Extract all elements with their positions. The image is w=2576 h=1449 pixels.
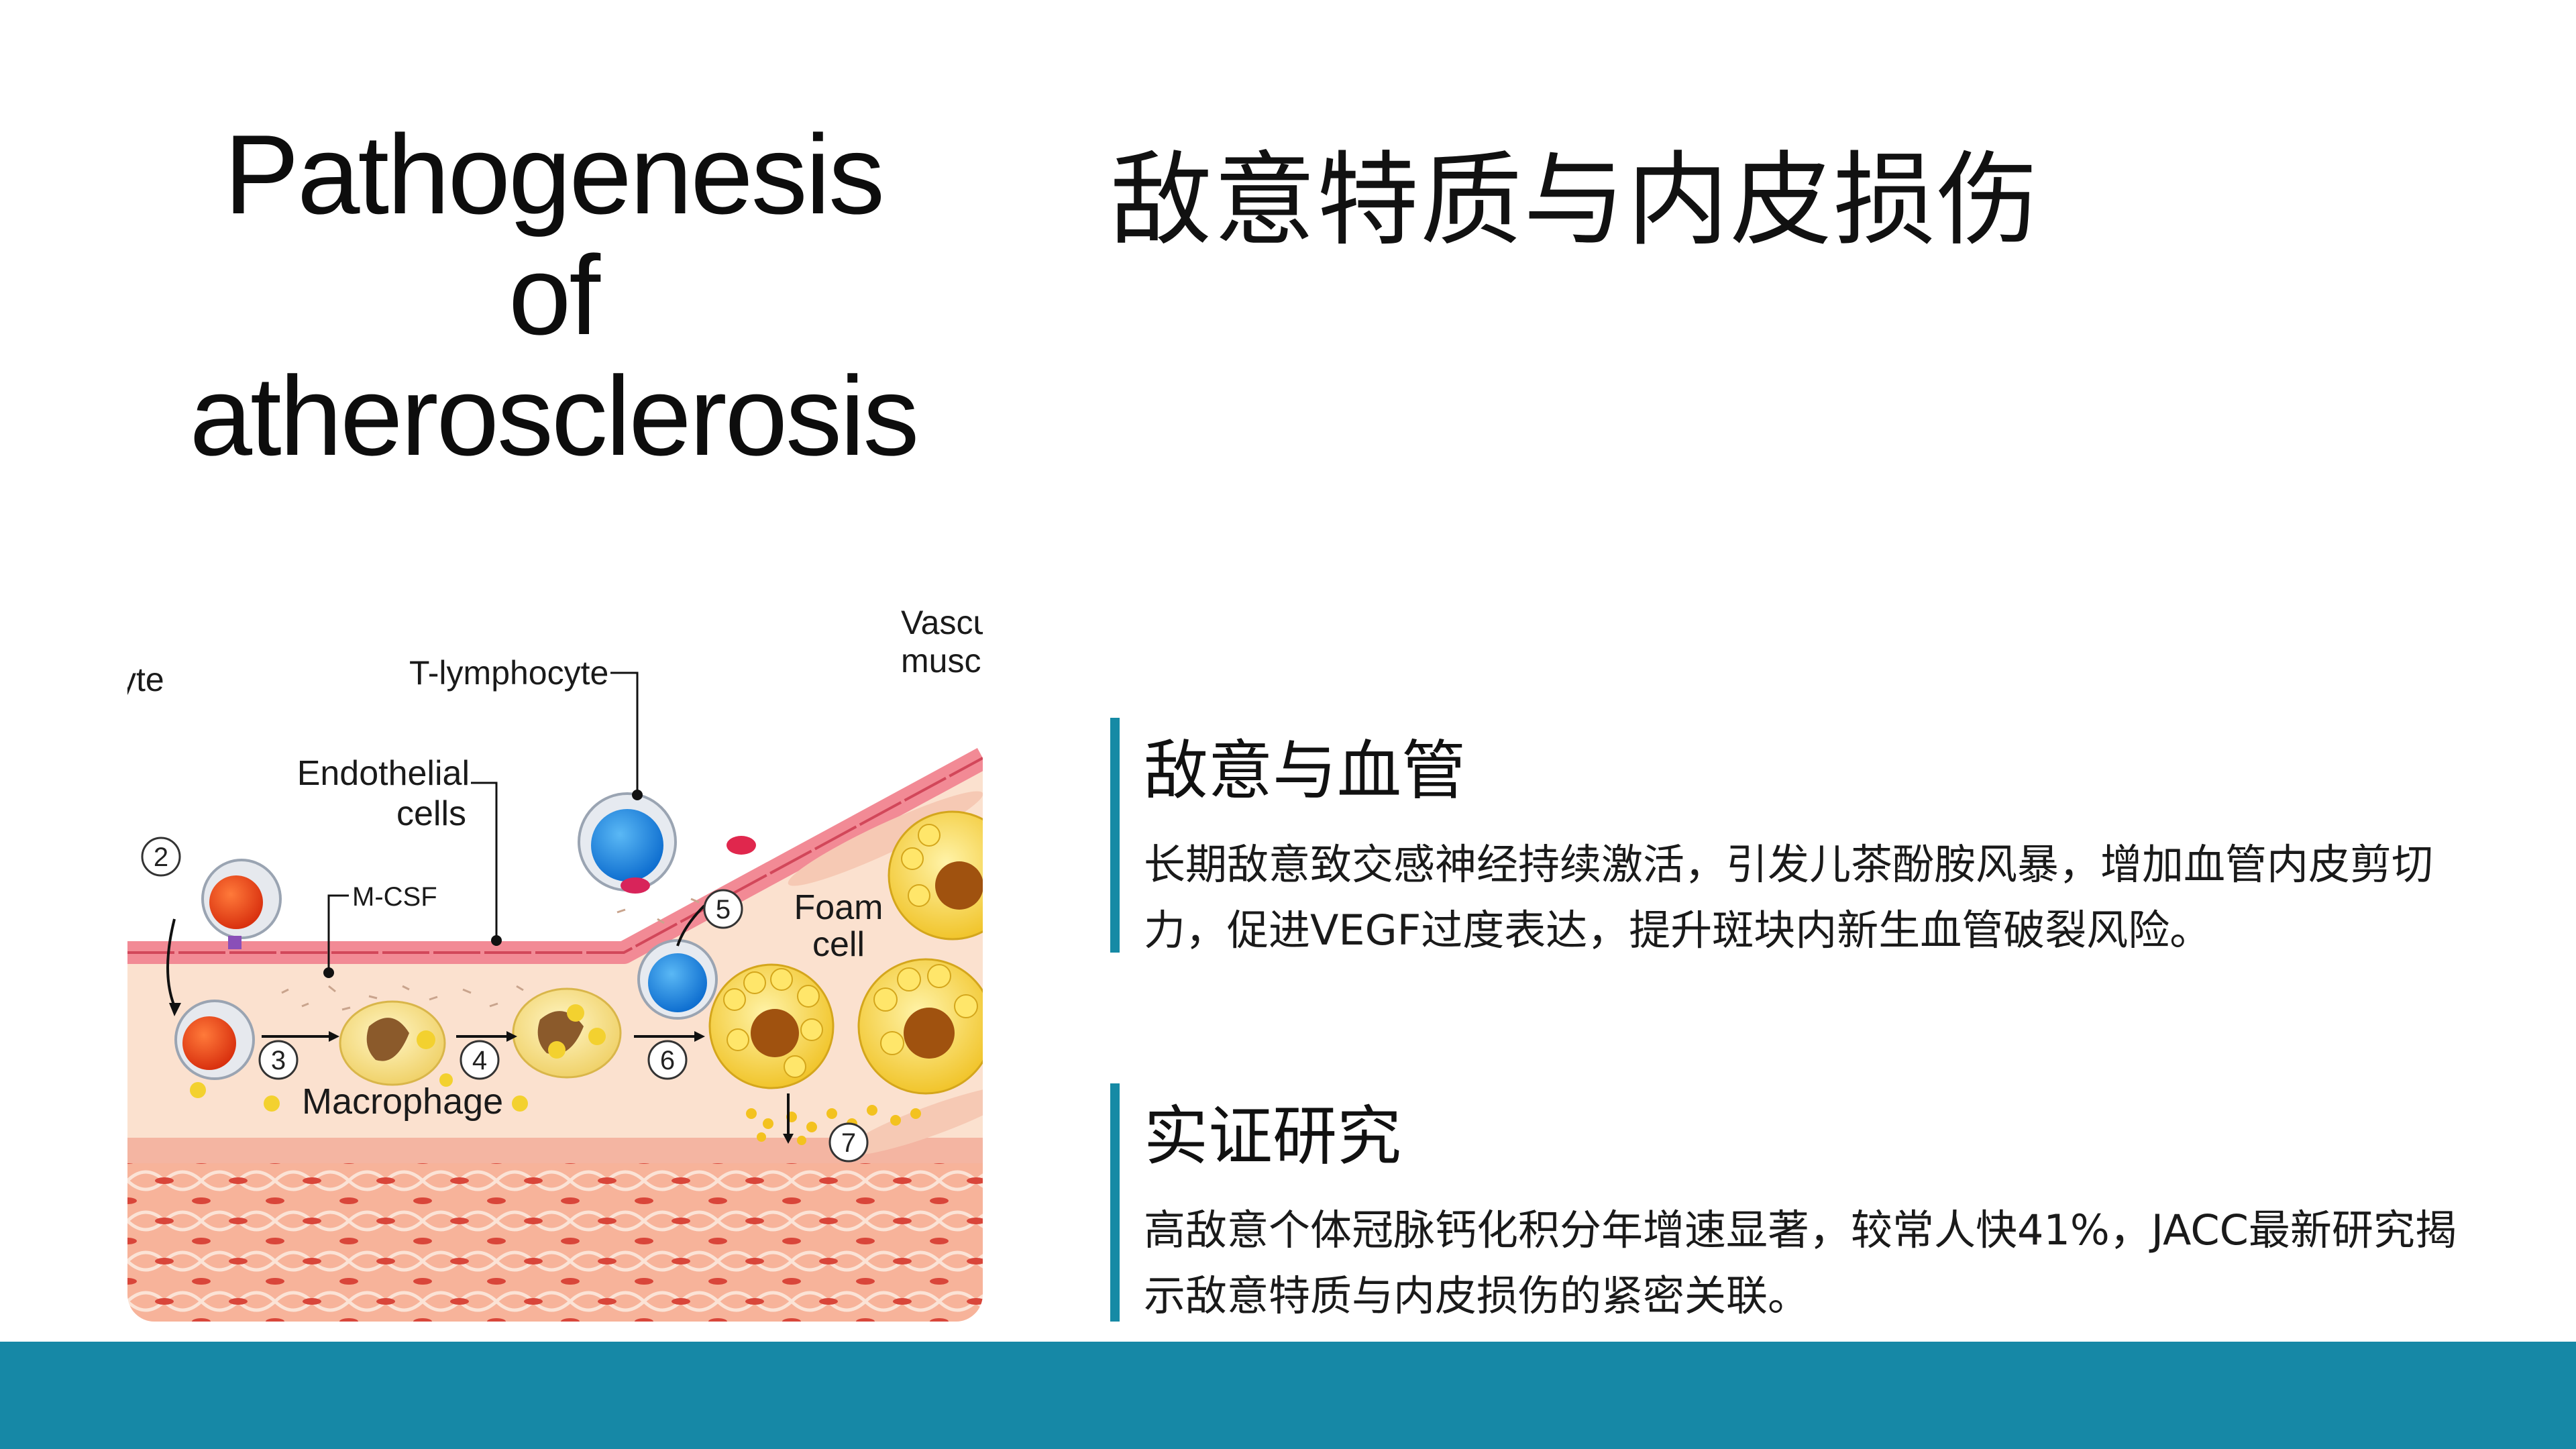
step-4: 4 xyxy=(472,1046,487,1075)
oxldl-particle xyxy=(417,1030,435,1049)
atherosclerosis-illustration: 2 3 4 5 6 7 yte T-lymphocyte Endothelial… xyxy=(127,597,983,1322)
leader-lines xyxy=(327,672,639,973)
label-foam-2: cell xyxy=(812,925,865,964)
label-vascular-1: Vascu xyxy=(901,604,983,641)
label-m-csf: M-CSF xyxy=(352,882,437,912)
label-monocyte: yte xyxy=(127,661,164,698)
endothelium-cell-borders xyxy=(127,757,983,954)
figure-title: Pathogenesis of atherosclerosis xyxy=(131,114,976,476)
process-arrows xyxy=(166,904,790,1134)
engulfing-macrophage-nucleus xyxy=(537,1011,584,1055)
section-empirical-research: 实证研究 高敌意个体冠脉钙化积分年增速显著，较常人快41%，JACC最新研究揭示… xyxy=(1110,1083,2479,1322)
migrated-monocyte-nucleus xyxy=(182,1016,236,1070)
monocyte-nucleus xyxy=(209,875,263,929)
figure-title-line1: Pathogenesis xyxy=(223,111,885,237)
adhesion-molecule xyxy=(228,936,241,949)
label-endothelial-2: cells xyxy=(396,794,466,833)
foam-cell-upper xyxy=(888,810,983,941)
label-endothelial-1: Endothelial xyxy=(297,754,470,793)
foam-cell-large xyxy=(708,963,835,1089)
foam-cell-right xyxy=(857,958,983,1095)
m-csf-particles xyxy=(281,898,727,1011)
label-t-lymphocyte: T-lymphocyte xyxy=(409,654,608,692)
atherosclerosis-figure: Pathogenesis of atherosclerosis xyxy=(0,0,1006,1342)
section-hostility-vessels: 敌意与血管 长期敌意致交感神经持续激活，引发儿茶酚胺风暴，增加血管内皮剪切力，促… xyxy=(1110,718,2479,955)
label-foam-1: Foam xyxy=(794,888,883,927)
step-2: 2 xyxy=(154,843,168,872)
t-lymphocyte-nucleus xyxy=(591,809,663,881)
section-heading: 敌意与血管 xyxy=(1144,733,1466,808)
step-3: 3 xyxy=(271,1046,286,1075)
slide-title: 敌意特质与内皮损伤 xyxy=(1110,141,2040,260)
section-body: 高敌意个体冠脉钙化积分年增速显著，较常人快41%，JACC最新研究揭示敌意特质与… xyxy=(1144,1205,2457,1320)
label-macrophage: Macrophage xyxy=(302,1081,503,1122)
infiltrated-t-lymphocyte-nucleus xyxy=(648,953,707,1012)
illustration-svg: 2 3 4 5 6 7 yte T-lymphocyte Endothelial… xyxy=(127,597,983,1322)
migrating-smooth-muscle-cell xyxy=(844,1085,983,1156)
macrophage-nucleus xyxy=(366,1018,409,1061)
smooth-muscle-layer xyxy=(127,1161,983,1322)
step-5: 5 xyxy=(716,895,731,924)
section-body: 长期敌意致交感神经持续激活，引发儿茶酚胺风暴，增加血管内皮剪切力，促进VEGF过… xyxy=(1144,840,2434,955)
figure-title-line2: of atherosclerosis xyxy=(189,232,920,479)
step-markers: 2 3 4 5 6 7 xyxy=(141,837,869,1163)
step-6: 6 xyxy=(660,1046,675,1075)
label-vascular-2: musc xyxy=(901,642,981,680)
section-heading: 实证研究 xyxy=(1144,1099,1401,1174)
footer-bar xyxy=(0,1342,2576,1449)
step-7: 7 xyxy=(841,1128,856,1158)
